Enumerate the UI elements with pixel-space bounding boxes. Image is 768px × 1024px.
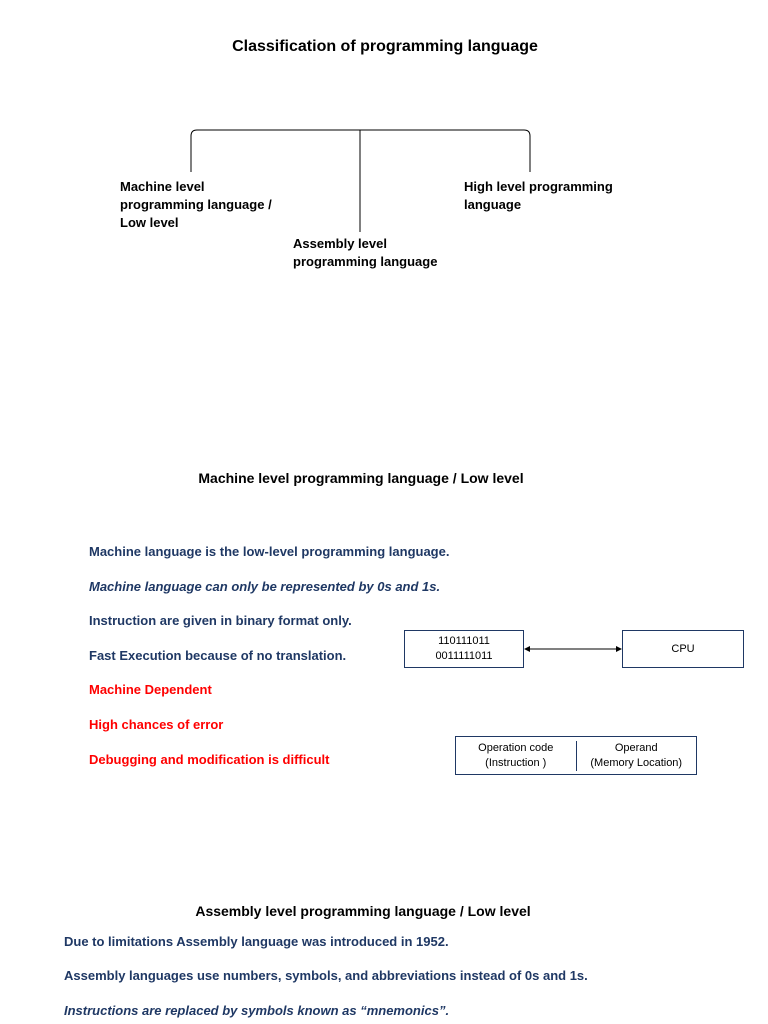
machine-point-5: Machine Dependent bbox=[89, 682, 212, 697]
machine-point-4: Fast Execution because of no translation… bbox=[89, 648, 347, 663]
bidirectional-arrow-icon bbox=[524, 646, 622, 652]
binary-instruction-box: 110111011 0011111011 bbox=[404, 630, 524, 668]
machine-section-heading: Machine level programming language / Low… bbox=[198, 470, 524, 486]
assembly-point-2: Assembly languages use numbers, symbols,… bbox=[64, 968, 588, 983]
tree-node-high-level: High level programming language bbox=[464, 179, 613, 212]
assembly-section-heading: Assembly level programming language / Lo… bbox=[195, 903, 531, 919]
cpu-box: CPU bbox=[622, 630, 744, 668]
tree-node-assembly-level: Assembly level programming language bbox=[293, 236, 438, 269]
machine-point-2: Machine language can only be represented… bbox=[89, 579, 441, 594]
machine-point-1: Machine language is the low-level progra… bbox=[89, 544, 450, 559]
assembly-point-3: Instructions are replaced by symbols kno… bbox=[64, 1003, 450, 1018]
page-title: Classification of programming language bbox=[232, 38, 538, 55]
opcode-cell: Operation code (Instruction ) bbox=[478, 741, 554, 769]
tree-node-machine-level: Machine level programming language / Low… bbox=[120, 179, 272, 230]
operand-cell: Operand (Memory Location) bbox=[575, 740, 697, 771]
machine-point-3: Instruction are given in binary format o… bbox=[89, 613, 352, 628]
machine-point-6: High chances of error bbox=[89, 717, 224, 732]
machine-point-7: Debugging and modification is difficult bbox=[89, 752, 330, 767]
instruction-format-box: Operation code (Instruction ) Operand (M… bbox=[455, 736, 697, 775]
assembly-point-1: Due to limitations Assembly language was… bbox=[64, 934, 449, 949]
